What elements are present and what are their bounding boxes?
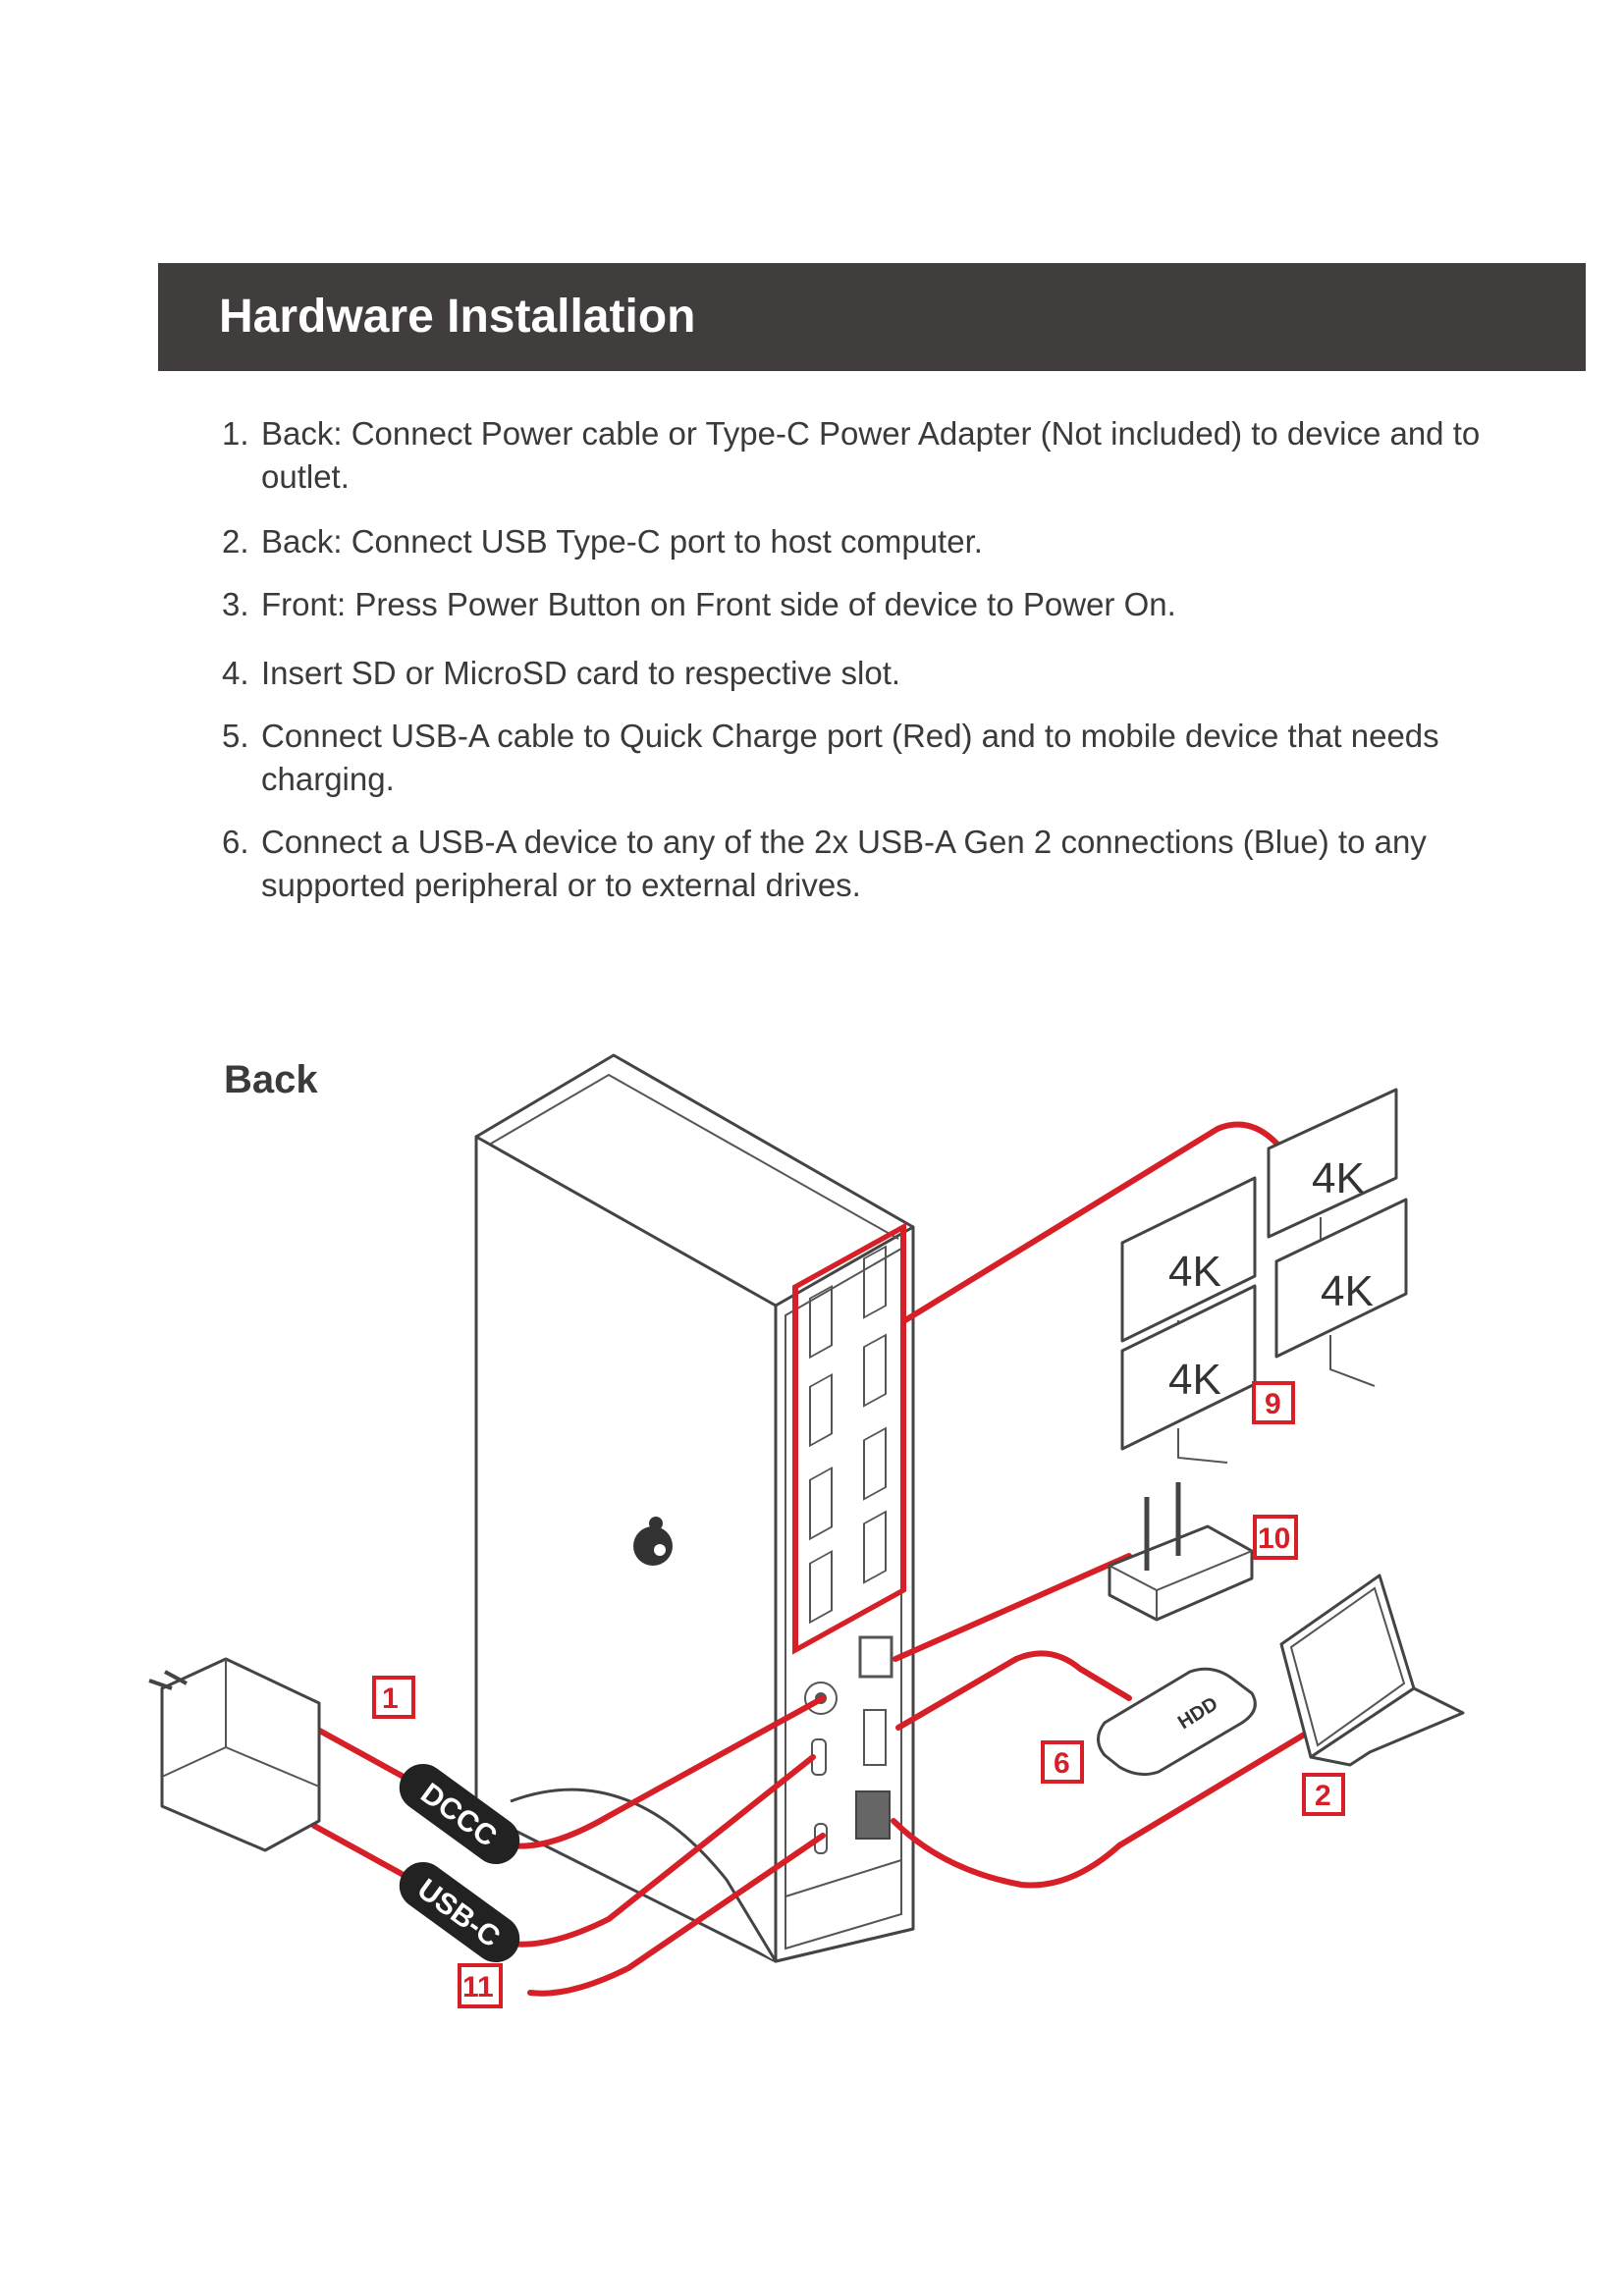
svg-text:10: 10: [1258, 1522, 1290, 1555]
cables: [311, 1121, 1319, 1997]
step-3: 3. Front: Press Power Button on Front si…: [222, 583, 1498, 626]
usb-c-cable-tag: USB-C: [399, 1861, 520, 1963]
dc-power-cable: [311, 1725, 415, 1785]
hdd-icon: HDD: [1097, 1667, 1257, 1777]
step-4: 4. Insert SD or MicroSD card to respecti…: [222, 652, 1498, 695]
monitor-label: 4K: [1168, 1248, 1221, 1296]
ethernet-cable: [893, 1553, 1132, 1662]
laptop-icon: [1279, 1574, 1465, 1767]
monitors-group: 4K 4K 4K 4K: [1120, 1088, 1408, 1464]
step-1: 1. Back: Connect Power cable or Type-C P…: [222, 412, 1498, 499]
step-text: Back: Connect USB Type-C port to host co…: [261, 523, 983, 560]
monitor-icon: 4K: [1120, 1176, 1257, 1367]
step-2: 2. Back: Connect USB Type-C port to host…: [222, 520, 1498, 563]
monitor-icon: 4K: [1274, 1198, 1408, 1387]
callout-displays: 9: [1252, 1381, 1295, 1424]
step-text: Back: Connect Power cable or Type-C Powe…: [261, 415, 1481, 495]
brand-logo-icon: [633, 1517, 673, 1566]
monitor-label: 4K: [1312, 1154, 1365, 1202]
step-6: 6. Connect a USB-A device to any of the …: [222, 821, 1498, 907]
step-text: Insert SD or MicroSD card to respective …: [261, 655, 901, 691]
section-header: Hardware Installation: [158, 263, 1586, 371]
svg-text:6: 6: [1054, 1747, 1070, 1780]
host-usb-c-cable: [891, 1725, 1319, 1889]
monitor-label: 4K: [1168, 1356, 1221, 1404]
monitor-icon: 4K: [1120, 1284, 1257, 1464]
display-ports-group: [792, 1222, 906, 1655]
step-number: 5.: [222, 718, 249, 754]
callout-audio: 11: [458, 1963, 503, 2008]
dc-power-cable-dock: [508, 1695, 826, 1849]
monitor-label: 4K: [1321, 1267, 1374, 1315]
usb-a-cable: [895, 1650, 1132, 1731]
step-number: 2.: [222, 523, 249, 560]
step-number: 6.: [222, 824, 249, 860]
svg-text:9: 9: [1265, 1388, 1281, 1420]
back-section-label: Back: [224, 1058, 318, 1101]
svg-text:2: 2: [1315, 1780, 1331, 1812]
dock-device: [474, 1053, 915, 1963]
page-title: Hardware Installation: [219, 291, 696, 343]
step-number: 4.: [222, 655, 249, 691]
monitor-icon: 4K: [1267, 1088, 1398, 1259]
svg-text:1: 1: [382, 1682, 399, 1715]
audio-cable: [527, 1833, 826, 1997]
step-text: Connect USB-A cable to Quick Charge port…: [261, 718, 1439, 797]
step-5: 5. Connect USB-A cable to Quick Charge p…: [222, 715, 1498, 801]
display-cable: [902, 1121, 1284, 1323]
callout-host: 2: [1302, 1773, 1345, 1816]
callout-power: 1: [372, 1676, 415, 1719]
step-text: Front: Press Power Button on Front side …: [261, 586, 1176, 622]
usb-c-cable-dock: [508, 1754, 816, 1948]
router-icon: [1108, 1482, 1254, 1622]
callout-ethernet: 10: [1253, 1515, 1298, 1560]
step-text: Connect a USB-A device to any of the 2x …: [261, 824, 1427, 903]
svg-text:11: 11: [462, 1971, 494, 2003]
step-number: 1.: [222, 415, 249, 452]
usb-c-power-cable: [311, 1823, 415, 1883]
callout-usb-a: 6: [1041, 1740, 1084, 1784]
power-adapter-icon: [148, 1657, 321, 1852]
step-number: 3.: [222, 586, 249, 622]
